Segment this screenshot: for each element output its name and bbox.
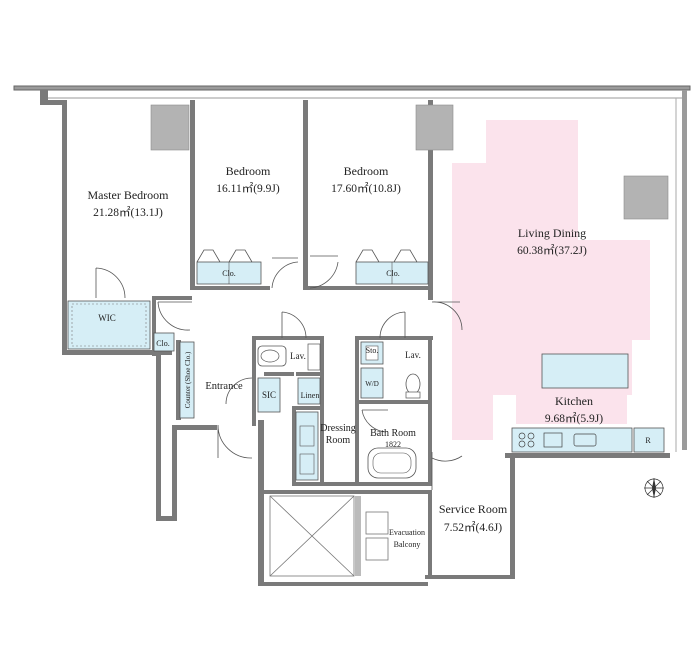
sanitary-fixtures [257,343,421,479]
shafts [269,495,389,577]
toilet-icon [405,373,421,395]
interior-walls [152,100,433,578]
counter-label: Counter (Shoe Clo.) [184,351,192,408]
service-room-area: 7.52㎡(4.6J) [444,521,502,534]
kitchen-area: 9.68㎡(5.9J) [545,412,603,425]
dressing-room-line2: Room [326,435,351,446]
wd-label: W/D [365,380,379,388]
clo-bedroom-1-label: Clo. [222,269,236,278]
clo-master-label: Clo. [156,339,170,348]
bedroom-1-name: Bedroom [226,164,271,178]
swing-doors [95,255,463,490]
entrance-label: Entrance [205,381,243,392]
master-bedroom-area: 21.28㎡(13.1J) [93,206,163,219]
sic-label: SIC [262,390,276,400]
living-dining-name: Living Dining [518,226,586,240]
kitchen-counter [518,432,597,448]
living-dining-floor [452,120,650,440]
fridge-label: R [645,436,651,445]
bath-room-size: 1822 [385,440,401,449]
dressing-room-line1: Dressing [320,423,356,434]
evacuation-balcony-line2: Balcony [394,540,421,549]
living-dining-area: 60.38㎡(37.2J) [517,244,587,257]
bathtub-icon [367,447,417,479]
wic-label: WIC [98,313,116,323]
lav-1-label: Lav. [290,351,306,361]
bedroom-2-name: Bedroom [344,164,389,178]
sto-label: Sto. [366,346,379,355]
compass-icon [644,478,664,498]
kitchen-name: Kitchen [555,394,593,408]
closets [67,261,665,481]
bath-room-name: Bath Room [370,428,416,439]
sink-icon [257,345,287,367]
evacuation-balcony-line1: Evacuation [389,528,425,537]
columns [150,104,669,220]
bedroom-1-area: 16.11㎡(9.9J) [216,182,280,195]
linen-label: Linen [301,391,320,400]
service-room-name: Service Room [439,502,508,516]
stove-icon [518,432,535,448]
bedroom-2-area: 17.60㎡(10.8J) [331,182,401,195]
lav-2-label: Lav. [405,350,421,360]
clo-bedroom-2-label: Clo. [386,269,400,278]
closet-doors [196,249,418,263]
master-bedroom-name: Master Bedroom [88,188,170,202]
exterior-walls [13,85,691,586]
